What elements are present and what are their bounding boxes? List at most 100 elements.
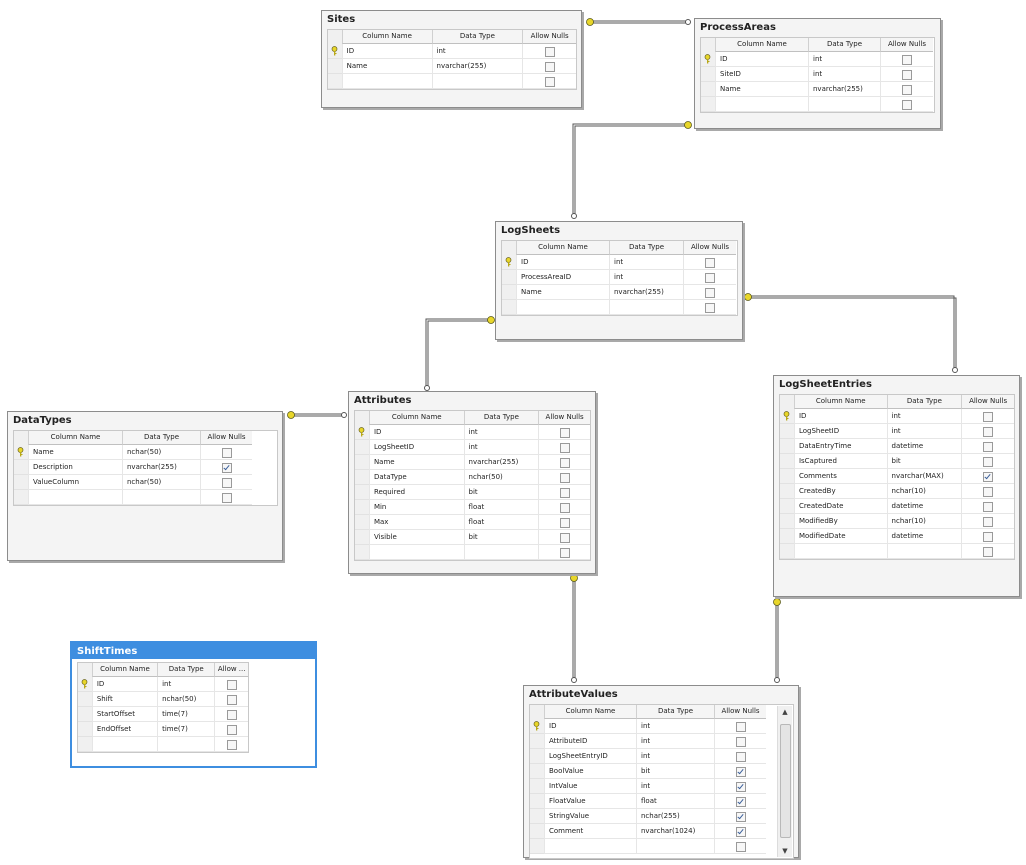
- row-selector[interactable]: [14, 475, 28, 490]
- data-type-cell[interactable]: [609, 300, 683, 315]
- data-type-cell[interactable]: [636, 839, 714, 854]
- column-name-cell[interactable]: Name: [715, 82, 808, 97]
- data-type-cell[interactable]: int: [157, 677, 215, 692]
- allow-nulls-checkbox[interactable]: [544, 47, 555, 57]
- scroll-up-icon[interactable]: ▲: [782, 708, 788, 716]
- column-name-header[interactable]: Column Name: [28, 431, 122, 445]
- allow-nulls-checkbox[interactable]: [221, 463, 232, 473]
- row-selector[interactable]: [780, 544, 794, 559]
- column-name-cell[interactable]: Description: [28, 460, 122, 475]
- column-name-cell[interactable]: ID: [516, 255, 609, 270]
- data-type-header[interactable]: Data Type: [886, 395, 962, 409]
- column-name-cell[interactable]: EndOffset: [91, 722, 158, 737]
- row-selector[interactable]: [780, 484, 794, 499]
- column-name-cell[interactable]: DataType: [368, 470, 464, 485]
- allow-nulls-checkbox[interactable]: [559, 428, 570, 438]
- row-selector[interactable]: [78, 722, 92, 737]
- allow-nulls-checkbox[interactable]: [983, 532, 994, 542]
- data-type-header[interactable]: Data Type: [431, 30, 523, 44]
- row-selector[interactable]: [530, 719, 544, 734]
- allow-nulls-checkbox[interactable]: [544, 77, 555, 87]
- column-name-cell[interactable]: Max: [368, 515, 464, 530]
- column-name-header[interactable]: Column Name: [341, 30, 432, 44]
- column-name-cell[interactable]: IntValue: [544, 779, 636, 794]
- column-row[interactable]: [328, 74, 577, 89]
- allow-nulls-checkbox[interactable]: [559, 503, 570, 513]
- column-name-header[interactable]: Column Name: [544, 705, 636, 719]
- column-row[interactable]: [530, 839, 793, 854]
- data-type-cell[interactable]: int: [808, 67, 880, 82]
- column-name-cell[interactable]: StartOffset: [91, 707, 158, 722]
- allow-nulls-checkbox[interactable]: [735, 842, 746, 852]
- allow-nulls-header[interactable]: Allow Nulls: [880, 38, 933, 52]
- row-selector[interactable]: [780, 514, 794, 529]
- column-row[interactable]: [502, 300, 737, 315]
- scroll-thumb[interactable]: [780, 724, 791, 838]
- data-type-cell[interactable]: [886, 544, 962, 559]
- row-selector[interactable]: [530, 749, 544, 764]
- allow-nulls-checkbox[interactable]: [983, 487, 994, 497]
- data-type-cell[interactable]: datetime: [886, 499, 962, 514]
- allow-nulls-checkbox[interactable]: [559, 458, 570, 468]
- data-type-cell[interactable]: bit: [463, 485, 539, 500]
- row-selector[interactable]: [701, 67, 715, 82]
- data-type-cell[interactable]: nvarchar(255): [808, 82, 880, 97]
- column-name-cell[interactable]: Comment: [544, 824, 636, 839]
- column-name-header[interactable]: Column Name: [91, 663, 158, 677]
- allow-nulls-checkbox[interactable]: [559, 488, 570, 498]
- allow-nulls-checkbox[interactable]: [705, 273, 715, 283]
- column-row[interactable]: [701, 97, 934, 112]
- allow-nulls-checkbox[interactable]: [735, 782, 746, 792]
- column-name-cell[interactable]: CreatedBy: [793, 484, 887, 499]
- row-selector[interactable]: [78, 707, 92, 722]
- data-type-cell[interactable]: [157, 737, 215, 752]
- data-type-cell[interactable]: float: [463, 500, 539, 515]
- allow-nulls-header[interactable]: Allow Nulls: [200, 431, 252, 445]
- allow-nulls-checkbox[interactable]: [559, 533, 570, 543]
- row-selector[interactable]: [502, 300, 516, 315]
- allow-nulls-checkbox[interactable]: [983, 442, 994, 452]
- row-selector[interactable]: [14, 460, 28, 475]
- column-row[interactable]: [780, 544, 1014, 559]
- column-name-cell[interactable]: Name: [368, 455, 464, 470]
- column-name-cell[interactable]: AttributeID: [544, 734, 636, 749]
- allow-nulls-checkbox[interactable]: [559, 473, 570, 483]
- row-selector[interactable]: [328, 59, 342, 74]
- row-selector[interactable]: [78, 677, 92, 692]
- row-selector[interactable]: [355, 545, 369, 560]
- column-name-cell[interactable]: Name: [341, 59, 432, 74]
- allow-nulls-checkbox[interactable]: [544, 62, 555, 72]
- allow-nulls-header[interactable]: Allow Nulls: [522, 30, 576, 44]
- row-selector[interactable]: [780, 469, 794, 484]
- allow-nulls-checkbox[interactable]: [983, 502, 994, 512]
- data-type-cell[interactable]: nchar(50): [122, 475, 200, 490]
- data-type-cell[interactable]: int: [636, 734, 714, 749]
- row-selector[interactable]: [355, 500, 369, 515]
- allow-nulls-checkbox[interactable]: [705, 303, 715, 313]
- data-type-cell[interactable]: int: [636, 749, 714, 764]
- column-name-header[interactable]: Column Name: [715, 38, 808, 52]
- allow-nulls-checkbox[interactable]: [735, 812, 746, 822]
- column-name-cell[interactable]: [28, 490, 122, 505]
- vertical-scrollbar[interactable]: ▲ ▼: [777, 706, 792, 857]
- row-selector[interactable]: [780, 454, 794, 469]
